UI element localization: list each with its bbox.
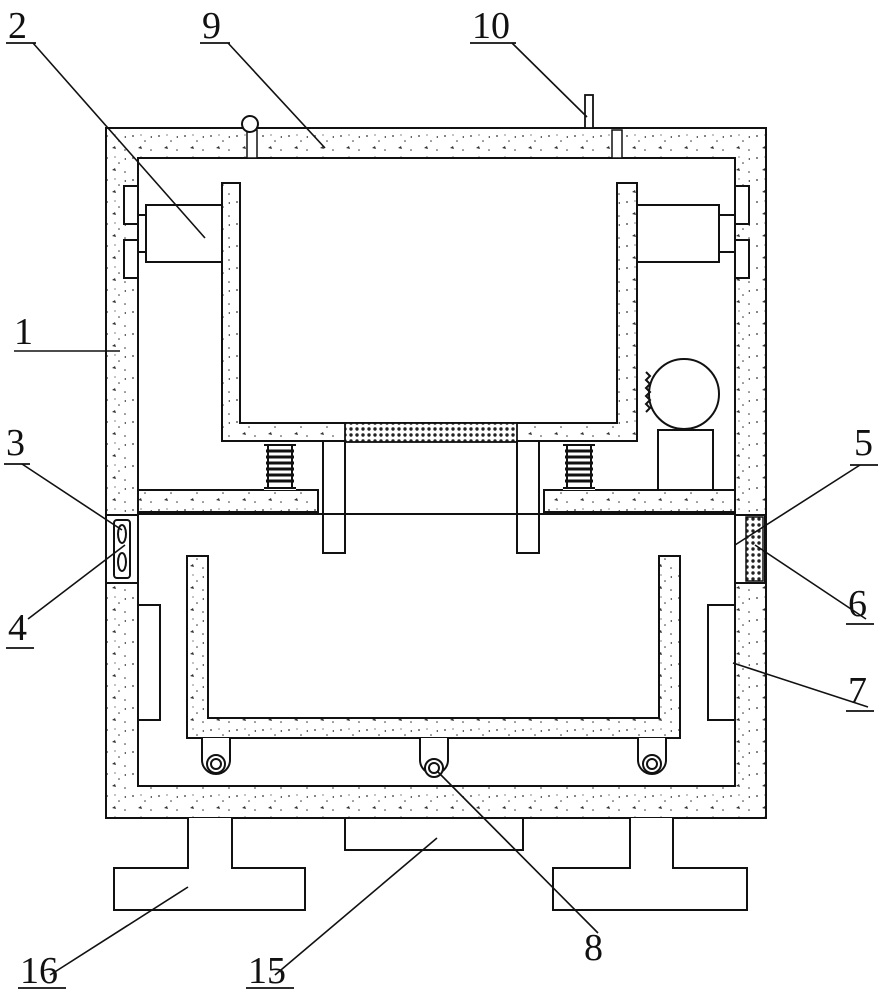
wheel-left (201, 738, 231, 775)
reference-labels: 2 9 10 1 3 4 5 6 7 8 15 16 (4, 5, 878, 992)
label-10: 10 (472, 5, 510, 47)
side-rails (137, 604, 736, 721)
label-1: 1 (14, 311, 33, 353)
upper-box (221, 182, 638, 554)
motor-assembly (644, 358, 720, 491)
label-15: 15 (248, 950, 286, 992)
lower-tray (186, 555, 681, 778)
wheel-middle (419, 738, 449, 778)
leader-lines (14, 42, 869, 976)
foot-left (113, 818, 306, 911)
right-vent (734, 514, 766, 584)
spring-left (264, 443, 296, 490)
label-4: 4 (8, 607, 27, 649)
spring-right (563, 443, 595, 490)
base (113, 817, 748, 911)
label-6: 6 (848, 583, 867, 625)
label-3: 3 (6, 422, 25, 464)
label-2: 2 (8, 5, 27, 47)
label-7: 7 (848, 670, 867, 712)
wheel-right (637, 738, 667, 775)
label-9: 9 (202, 5, 221, 47)
partition-shelf (137, 443, 736, 515)
label-16: 16 (20, 950, 58, 992)
left-vent (105, 514, 139, 584)
side-clamps (123, 185, 750, 279)
label-5: 5 (854, 422, 873, 464)
foot-right (552, 818, 748, 911)
label-8: 8 (584, 927, 603, 969)
